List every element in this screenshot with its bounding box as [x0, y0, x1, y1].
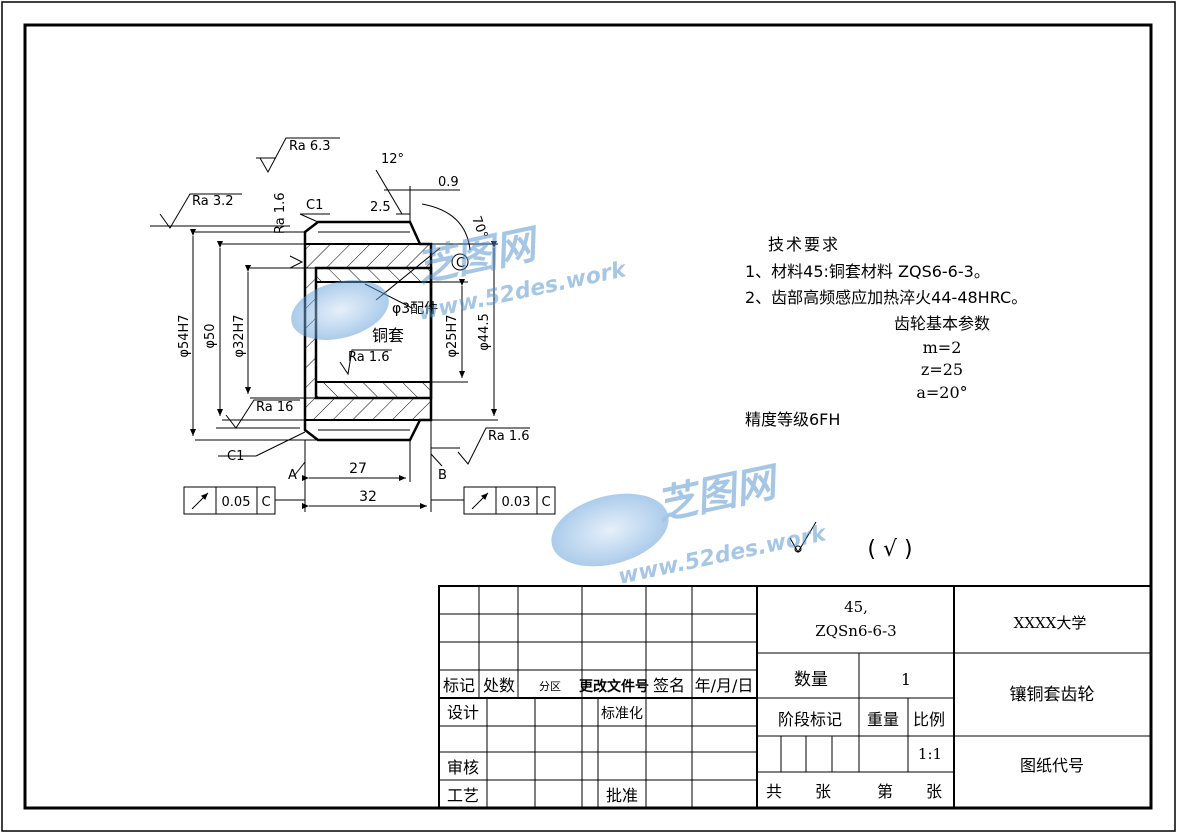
col-sign: 签名 [653, 676, 685, 695]
dim-angle12: 12° [381, 152, 404, 167]
dim-len27: 27 [349, 461, 367, 477]
page-label: 第 [877, 782, 893, 801]
qty-value: 1 [901, 670, 911, 689]
watermark-bottom: 芝图网 www.52des.work [551, 459, 830, 590]
tolerance-right-value: 0.03 [502, 495, 531, 510]
page-sheet-label: 张 [926, 782, 942, 801]
param-m: m=2 [923, 338, 962, 357]
dim-phi32: φ32H7 [232, 314, 247, 357]
review-label: 审核 [447, 758, 479, 777]
approve-label: 批准 [606, 786, 638, 805]
material-line2: ZQSn6-6-3 [815, 622, 896, 640]
dim-chamfer-bottom: C1 [227, 449, 244, 464]
tolerance-left-datum: C [261, 495, 270, 510]
col-count: 处数 [483, 676, 515, 695]
sleeve-label: 铜套 [372, 326, 404, 345]
datum-a: A [288, 468, 297, 483]
col-mark: 标记 [443, 676, 475, 695]
process-label: 工艺 [447, 786, 479, 805]
dim-phi44-5: φ44.5 [477, 313, 492, 351]
university-name: XXXX大学 [1014, 614, 1087, 632]
tech-item1: 1、材料45:铜套材料 ZQS6-6-3。 [745, 262, 990, 281]
svg-text:芝图网: 芝图网 [653, 459, 786, 530]
ra-1-6-vertical: Ra 1.6 [273, 192, 288, 234]
param-a: a=20° [916, 383, 967, 402]
qty-label: 数量 [794, 670, 828, 690]
datum-c: C [456, 256, 465, 271]
roughness-symbols [150, 137, 530, 465]
precision-grade: 精度等级6FH [745, 410, 840, 429]
ratio-label: 比例 [913, 710, 945, 729]
param-z: z=25 [921, 360, 963, 379]
sheet-label: 张 [815, 782, 831, 801]
material-line1: 45, [844, 598, 868, 616]
ra-16-left: Ra 16 [256, 400, 293, 415]
tolerance-right-datum: C [541, 495, 550, 510]
other-surfaces-paren: ( √ ) [867, 537, 912, 562]
tech-heading: 技术要求 [768, 235, 840, 254]
datum-c-circle [451, 253, 469, 271]
dim-len32: 32 [359, 489, 377, 505]
drawing-code-label: 图纸代号 [1020, 756, 1084, 775]
other-surfaces-symbol [789, 521, 817, 553]
total-label: 共 [766, 782, 782, 801]
ra-6-3: Ra 6.3 [289, 139, 331, 154]
dim-phi50: φ50 [203, 323, 218, 348]
dim-chamfer-top: C1 [306, 198, 323, 213]
part-name: 镶铜套齿轮 [1010, 684, 1095, 705]
col-date: 年/月/日 [695, 676, 754, 695]
col-docno: 更改文件号 [579, 678, 649, 695]
ra-3-2: Ra 3.2 [192, 194, 234, 209]
pin-label: φ3配件 [392, 301, 438, 317]
tech-item2: 2、齿部高频感应加热淬火44-48HRC。 [745, 288, 1027, 307]
ratio-value: 1:1 [918, 745, 942, 763]
dim-len2-5: 2.5 [370, 200, 391, 215]
datum-b: B [438, 468, 447, 483]
gear-params-heading: 齿轮基本参数 [894, 314, 990, 333]
dim-len0-9: 0.9 [438, 175, 459, 190]
ra-1-6-inner: Ra 1.6 [348, 350, 390, 365]
col-zone: 分区 [539, 680, 561, 693]
ra-1-6-right: Ra 1.6 [488, 429, 530, 444]
standardize-label: 标准化 [601, 706, 643, 722]
dim-angle70: 70° [468, 214, 490, 241]
tolerance-left-value: 0.05 [222, 495, 251, 510]
dim-phi25: φ25H7 [445, 314, 460, 357]
title-block [438, 585, 1152, 809]
dim-phi54: φ54H7 [177, 314, 192, 357]
design-label: 设计 [447, 703, 479, 722]
weight-label: 重量 [867, 710, 899, 729]
stage-label: 阶段标记 [778, 710, 842, 729]
dimension-lines [190, 169, 498, 512]
